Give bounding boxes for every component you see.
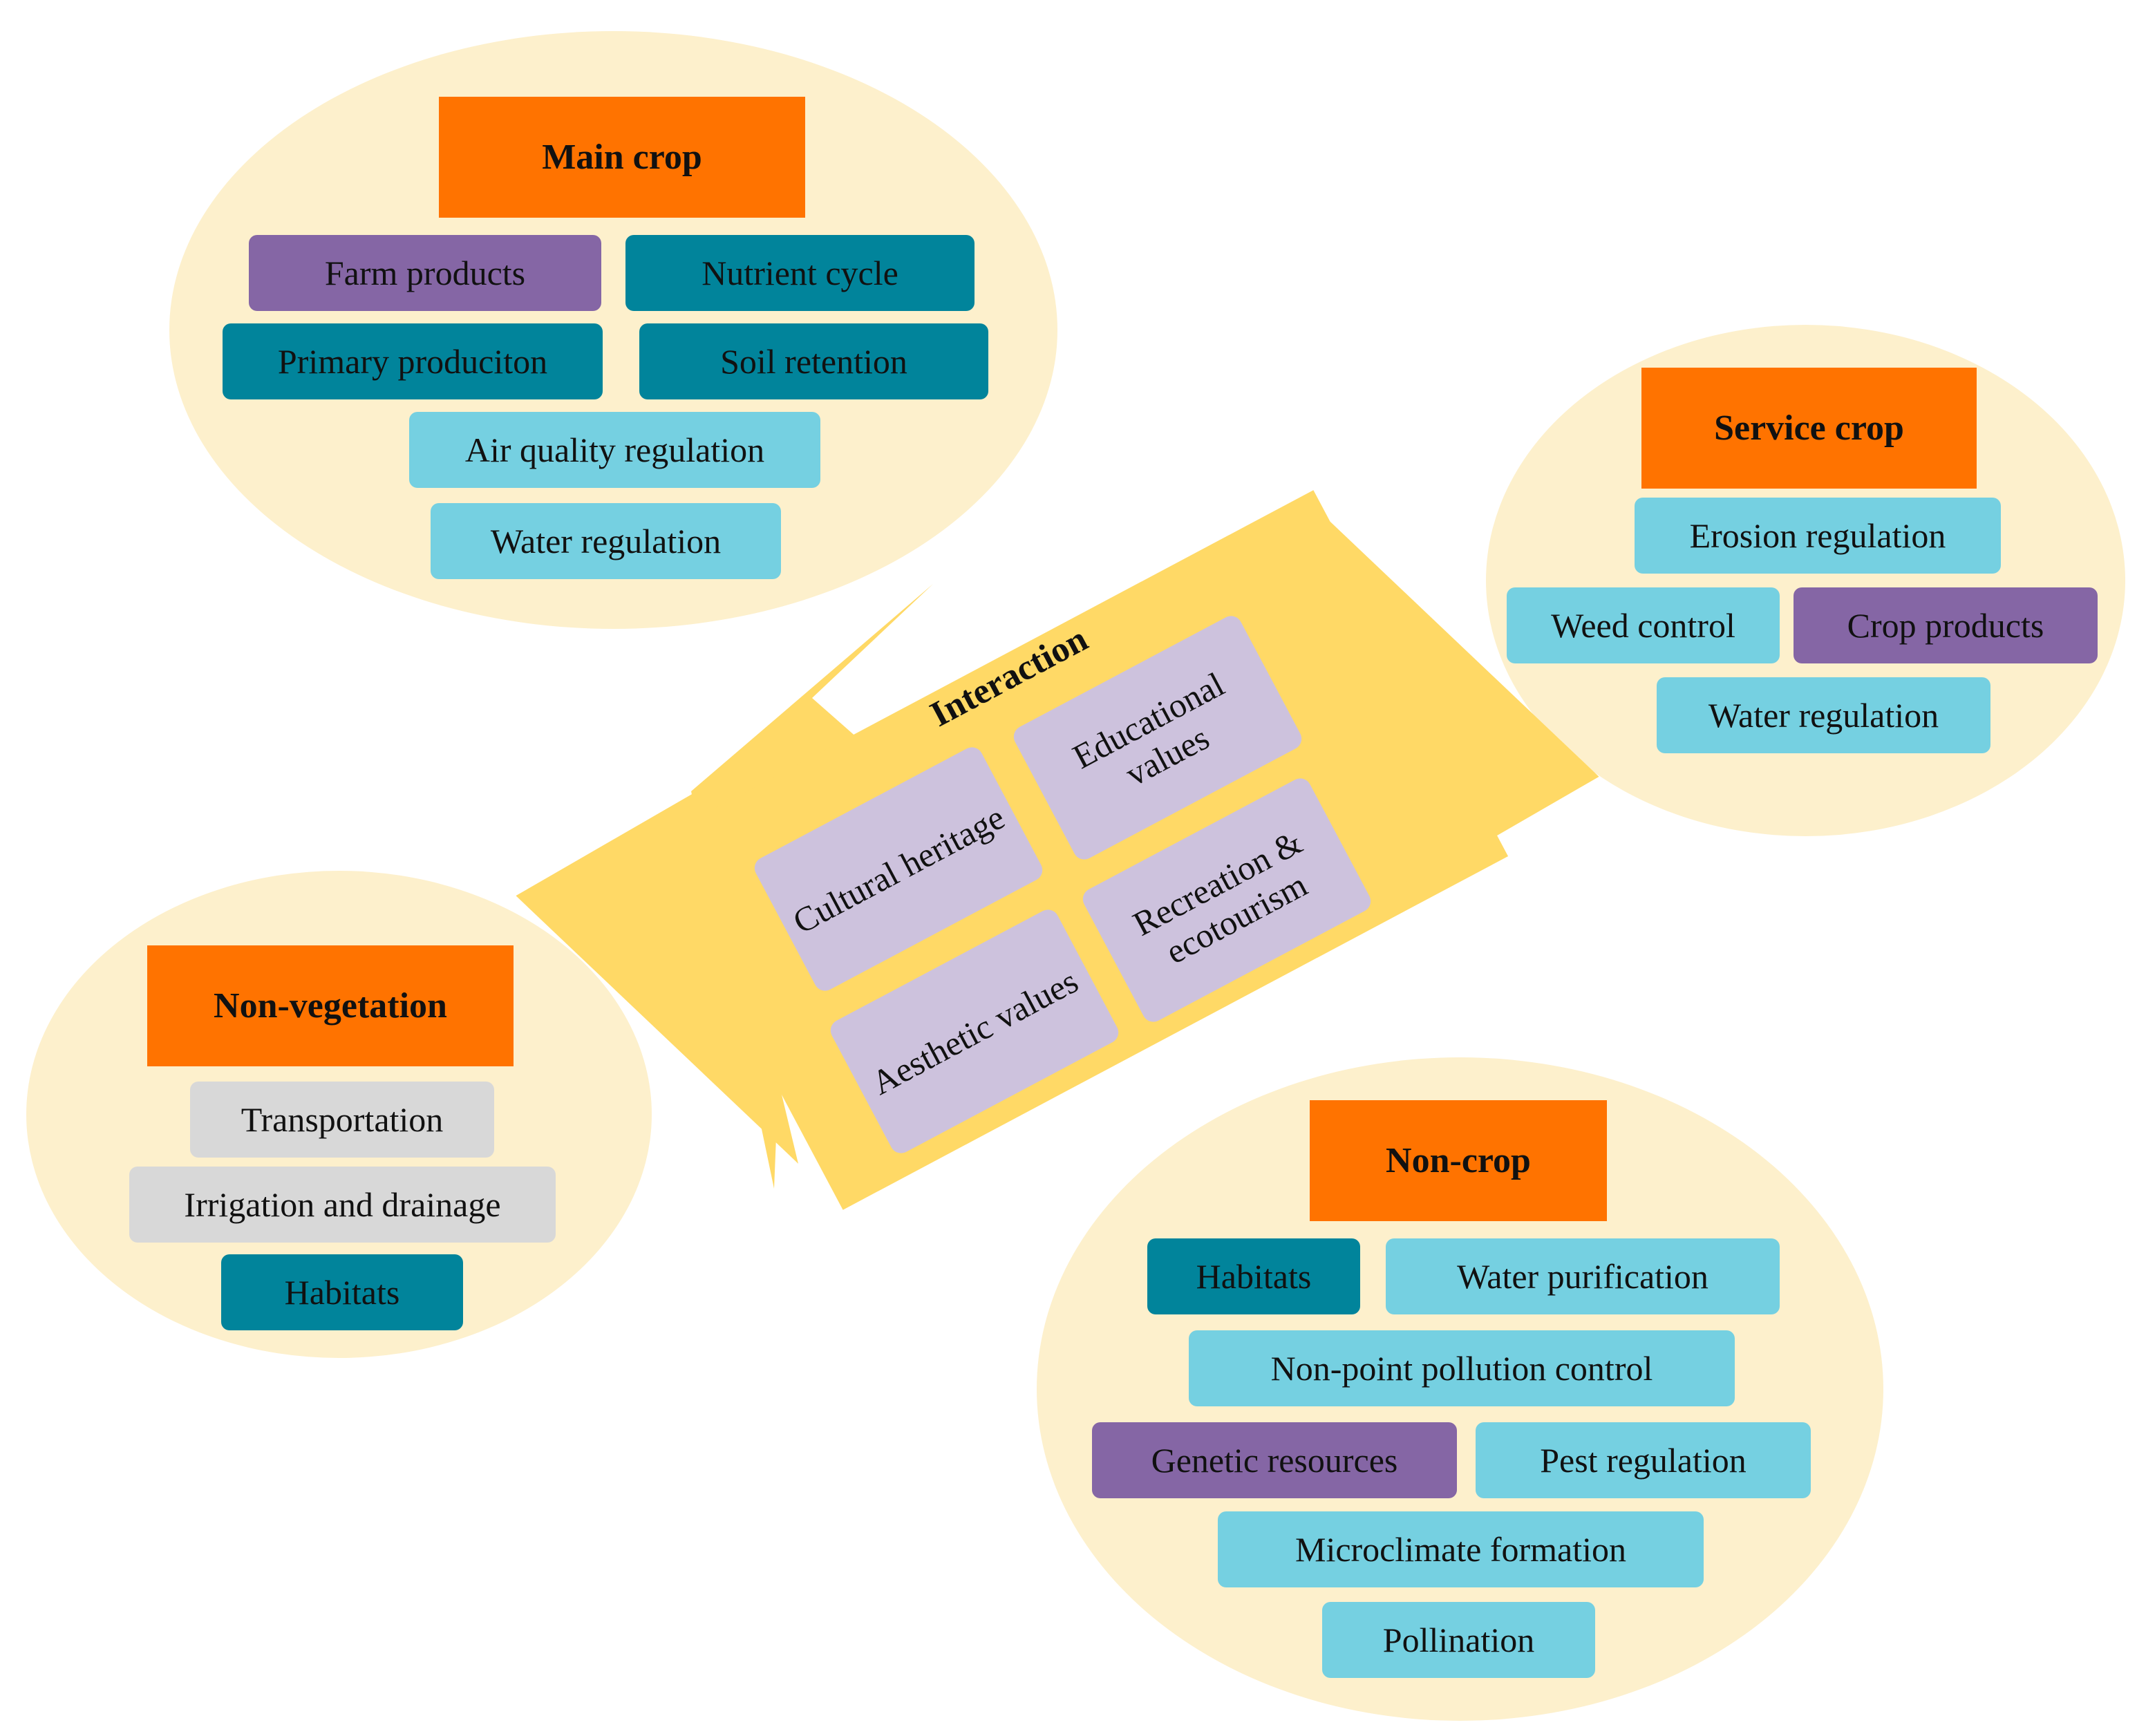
farm-products-box: Farm products — [249, 235, 601, 311]
genetic-resources-box: Genetic resources — [1092, 1422, 1457, 1498]
water-purification-box: Water purification — [1386, 1238, 1780, 1314]
transportation-box: Transportation — [190, 1082, 494, 1158]
water-regulation-main-box: Water regulation — [431, 503, 781, 579]
air-quality-regulation-box: Air quality regulation — [409, 412, 820, 488]
erosion-regulation-box: Erosion regulation — [1635, 498, 2001, 574]
water-regulation-service-box: Water regulation — [1657, 677, 1990, 753]
pollination-box: Pollination — [1322, 1602, 1595, 1678]
irrigation-drainage-box: Irrigation and drainage — [129, 1167, 556, 1243]
habitats-non-crop-box: Habitats — [1147, 1238, 1360, 1314]
service-crop-header: Service crop — [1641, 368, 1977, 489]
pest-regulation-box: Pest regulation — [1476, 1422, 1811, 1498]
weed-control-box: Weed control — [1507, 587, 1780, 663]
non-crop-header: Non-crop — [1310, 1100, 1607, 1221]
microclimate-formation-box: Microclimate formation — [1218, 1511, 1704, 1587]
primary-production-box: Primary produciton — [223, 323, 603, 399]
non-vegetation-header: Non-vegetation — [147, 945, 514, 1066]
main-crop-header: Main crop — [439, 97, 805, 218]
crop-products-box: Crop products — [1794, 587, 2098, 663]
habitats-non-vegetation-box: Habitats — [221, 1254, 463, 1330]
soil-retention-box: Soil retention — [639, 323, 988, 399]
nutrient-cycle-box: Nutrient cycle — [625, 235, 975, 311]
non-point-pollution-control-box: Non-point pollution control — [1189, 1330, 1735, 1406]
